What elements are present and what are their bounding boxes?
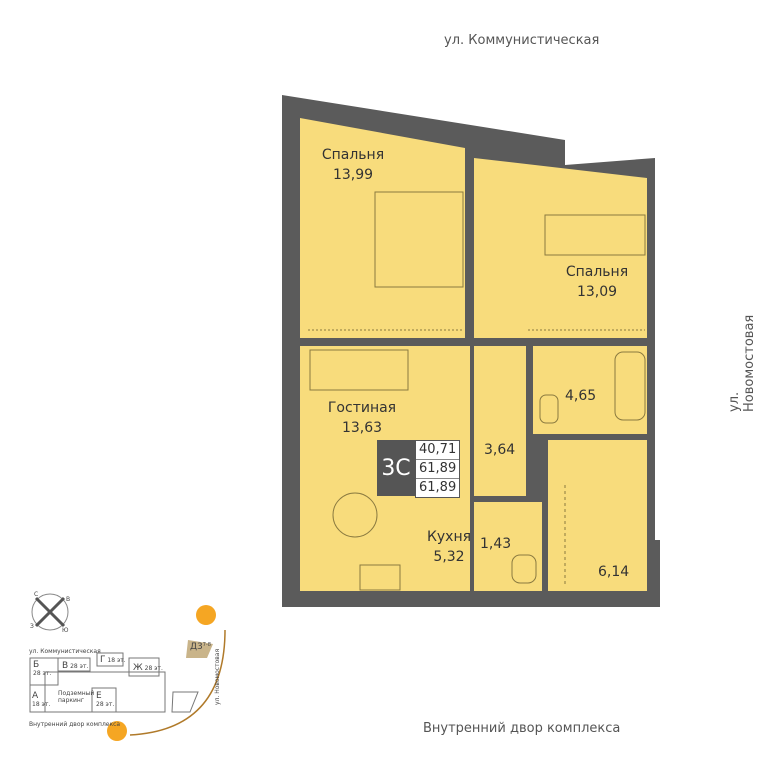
- room-kitchen: Кухня 5,32: [424, 527, 474, 567]
- room-corridor: 3,64: [484, 442, 516, 458]
- compass-north: С: [34, 591, 39, 598]
- compass-east: В: [66, 596, 71, 603]
- wc-floor: [474, 502, 542, 591]
- key-street-top: ул. Коммунистическая: [29, 648, 101, 655]
- compass-west: З: [30, 623, 34, 630]
- room-name: Спальня: [321, 147, 385, 163]
- bed-1: [374, 191, 464, 288]
- wc-toilet: [511, 554, 537, 584]
- room-wc: 1,43: [480, 536, 512, 552]
- compass-south: Ю: [62, 627, 69, 634]
- sun-icon: [196, 605, 216, 625]
- living-area: 40,71: [416, 441, 460, 460]
- total-area-2: 61,89: [419, 480, 457, 495]
- room-name: Спальня: [565, 264, 629, 280]
- section-d3-highlight: [186, 640, 213, 658]
- bedroom-2-floor: [474, 158, 647, 338]
- room-name: Кухня: [426, 529, 472, 545]
- key-map: [29, 593, 226, 741]
- street-bottom-label: Внутренний двор комплекса: [423, 721, 621, 736]
- total-area: 61,89: [416, 460, 460, 479]
- bedroom-1-floor: [300, 118, 465, 338]
- bathtub: [614, 351, 646, 421]
- street-top-label: ул. Коммунистическая: [444, 33, 600, 48]
- sun-icon: [107, 721, 127, 741]
- room-area: 13,63: [341, 420, 383, 436]
- bed-2: [544, 214, 646, 256]
- room-name: Гостиная: [327, 400, 397, 416]
- toilet: [539, 394, 559, 424]
- apartment-code: 3С: [377, 440, 415, 496]
- sun-path-arrow: [129, 629, 226, 736]
- room-area: 5,32: [433, 549, 465, 565]
- apartment-badge: 3С 40,71 61,89 61,89: [377, 440, 461, 498]
- key-street-bottom: Внутренний двор комплекса: [29, 721, 121, 728]
- compass-icon: [31, 593, 69, 631]
- section-zh: Ж 28 эт.: [133, 663, 163, 673]
- room-living: Гостиная 13,63: [322, 398, 402, 438]
- room-bathroom: 4,65: [565, 388, 597, 404]
- room-area: 13,09: [576, 284, 618, 300]
- room-bedroom-1: Спальня 13,99: [318, 145, 388, 185]
- section-d3: Д37-8: [190, 642, 211, 652]
- key-street-right: ул. Новомостовая: [214, 648, 221, 705]
- bathroom-floor: [533, 346, 647, 434]
- room-storage: 6,14: [598, 564, 630, 580]
- section-v: В 28 эт.: [62, 661, 89, 671]
- room-area: 13,99: [332, 167, 374, 183]
- corridor-floor: [474, 346, 526, 496]
- sofa: [309, 349, 409, 391]
- section-g: Г 18 эт.: [100, 655, 126, 665]
- room-bedroom-2: Спальня 13,09: [562, 262, 632, 302]
- dining-table: [332, 492, 378, 538]
- stove: [359, 564, 401, 591]
- key-parking: Подземный паркинг: [58, 690, 95, 704]
